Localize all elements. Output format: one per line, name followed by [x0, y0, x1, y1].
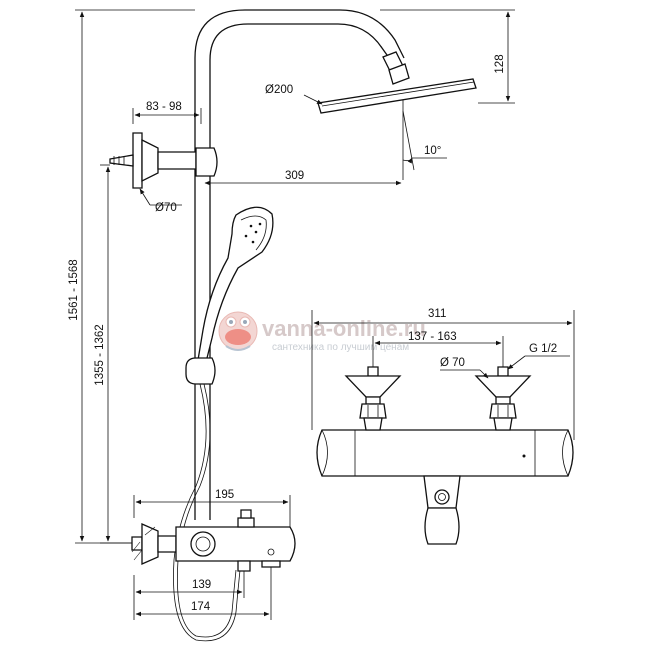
watermark: vanna-online.ru сантехника по лучшим цен…	[218, 311, 426, 353]
dim-head-diameter: Ø200	[265, 84, 293, 96]
dim-head-height: 128	[494, 54, 506, 73]
wall-bracket	[132, 132, 143, 189]
dim-spout-depth-a: 139	[192, 579, 211, 591]
watermark-brand: vanna-online.ru	[262, 316, 426, 341]
mixer-front-view	[316, 366, 574, 545]
frog-logo-icon	[218, 311, 258, 351]
dim-mount-height: 1355 - 1362	[94, 324, 106, 385]
dim-front-flange: Ø 70	[440, 357, 465, 369]
dim-arm-reach: 309	[285, 170, 304, 182]
dimension-lines-front	[311, 310, 575, 440]
dim-wall-flange: Ø70	[155, 202, 177, 214]
shower-head	[317, 78, 477, 114]
dimension-lines-side	[75, 9, 515, 620]
dim-mixer-depth: 195	[215, 489, 234, 501]
dim-head-angle: 10°	[424, 145, 441, 157]
dim-front-width: 311	[428, 308, 446, 320]
shower-column-side-view	[100, 9, 477, 642]
dim-spout-depth-b: 174	[191, 601, 211, 613]
dim-front-centers: 137 - 163	[408, 331, 457, 343]
watermark-tagline: сантехника по лучшим ценам	[272, 342, 409, 353]
dim-total-height: 1561 - 1568	[68, 259, 80, 320]
spout-front	[424, 507, 460, 545]
dim-front-thread: G 1/2	[529, 343, 557, 355]
dim-arm-depth: 83 - 98	[146, 101, 182, 113]
